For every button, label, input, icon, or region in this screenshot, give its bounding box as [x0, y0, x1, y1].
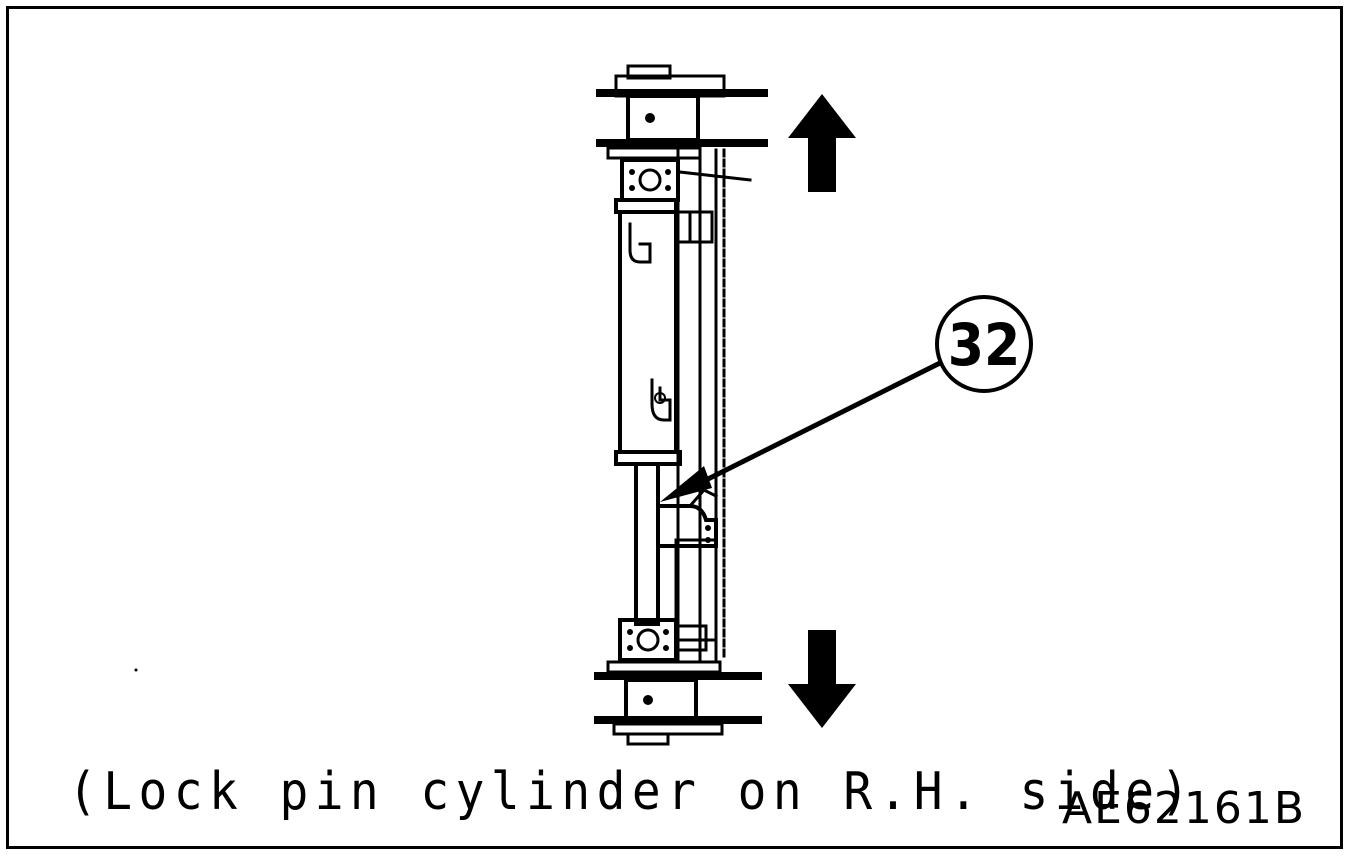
cylinder-bottom-clevis	[618, 618, 708, 662]
piston-rod	[634, 462, 660, 626]
cylinder-barrel	[614, 198, 682, 466]
top-bracket	[596, 64, 768, 160]
scan-speck	[134, 668, 138, 672]
callout-leader	[660, 358, 946, 502]
arrow-up-icon	[788, 94, 856, 192]
figure-caption: (Lock pin cylinder on R.H. side)	[68, 762, 1196, 822]
callout-32: 32	[935, 295, 1033, 393]
guide-rail	[674, 148, 726, 662]
cylinder-top-clevis	[620, 158, 752, 202]
figure-id: AE62161B	[1062, 783, 1307, 834]
figure-border	[6, 6, 1343, 849]
bottom-bracket	[594, 660, 762, 746]
arrow-down-icon	[788, 630, 856, 728]
callout-label: 32	[948, 311, 1021, 379]
